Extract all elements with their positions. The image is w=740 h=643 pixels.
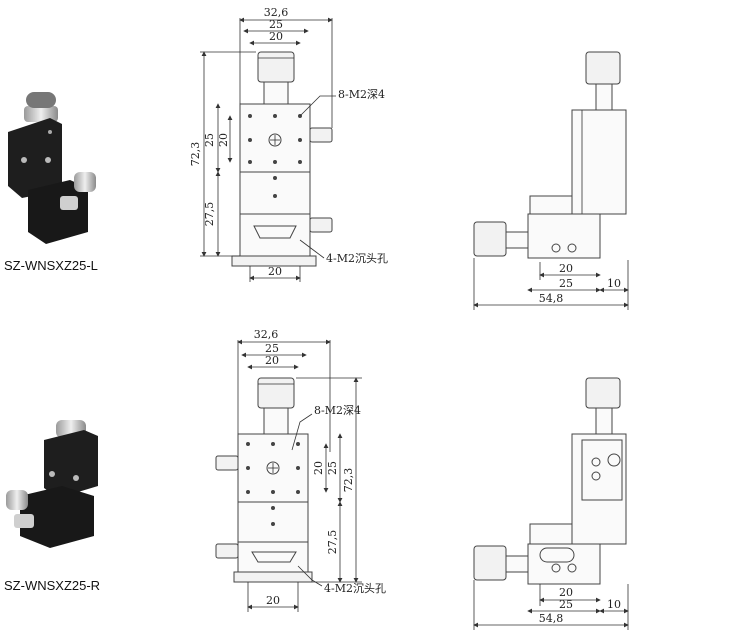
note-counterbore-l: 4-M2沉头孔 bbox=[326, 252, 388, 265]
dim-hole-spacing-l: 20 bbox=[269, 30, 283, 43]
tapped-holes-l bbox=[247, 114, 302, 198]
model-label-l: SZ-WNSXZ25-L bbox=[4, 258, 98, 273]
dim-side-25-r: 25 bbox=[326, 461, 339, 475]
dim-side-total-r: 54,8 bbox=[539, 612, 564, 625]
dim-side-20-l: 20 bbox=[217, 133, 230, 147]
dim-lower-height-r: 27,5 bbox=[326, 530, 339, 555]
dim-side-25-l: 25 bbox=[203, 133, 216, 147]
dim-side-total-l: 54,8 bbox=[539, 292, 564, 305]
product-photo-l bbox=[8, 92, 96, 244]
dim-stage-width-l: 25 bbox=[269, 18, 283, 31]
dim-side-20-r: 20 bbox=[312, 461, 325, 475]
product-photo-r bbox=[6, 420, 98, 548]
side-view-l bbox=[473, 51, 629, 310]
front-view-l bbox=[200, 17, 336, 282]
dim-hole-spacing-r: 20 bbox=[265, 354, 279, 367]
product-l bbox=[8, 17, 629, 310]
note-tapped-holes-l: 8-M2深4 bbox=[338, 88, 385, 101]
dim-side-offset-l: 10 bbox=[607, 277, 621, 290]
front-view-r bbox=[215, 339, 362, 612]
product-r bbox=[6, 339, 629, 630]
dim-total-height-l: 72,3 bbox=[189, 142, 202, 167]
dim-bottom-20-r: 20 bbox=[266, 594, 280, 607]
dim-lower-height-l: 27,5 bbox=[203, 202, 216, 227]
dim-stage-width-r: 25 bbox=[265, 342, 279, 355]
dim-side-bottom-25-r: 25 bbox=[559, 598, 573, 611]
dim-side-bottom-20-r: 20 bbox=[559, 586, 573, 599]
side-view-r bbox=[473, 377, 629, 630]
dim-labels-r: 32,6 25 20 20 25 72,3 27,5 20 8-M2深4 4-M… bbox=[254, 328, 621, 625]
note-counterbore-r: 4-M2沉头孔 bbox=[324, 582, 386, 595]
note-tapped-holes-r: 8-M2深4 bbox=[314, 404, 361, 417]
dim-labels-l: 32,6 25 20 72,3 25 20 27,5 20 8-M2深4 4-M… bbox=[189, 6, 621, 305]
model-label-r: SZ-WNSXZ25-R bbox=[4, 578, 101, 593]
dim-overall-width-l: 32,6 bbox=[264, 6, 289, 19]
dim-bottom-20-l: 20 bbox=[268, 265, 282, 278]
dim-side-offset-r: 10 bbox=[607, 598, 621, 611]
dim-side-bottom-20-l: 20 bbox=[559, 262, 573, 275]
dim-total-height-r: 72,3 bbox=[342, 468, 355, 493]
dim-overall-width-r: 32,6 bbox=[254, 328, 279, 341]
dim-side-bottom-25-l: 25 bbox=[559, 277, 573, 290]
tapped-holes-r bbox=[245, 441, 300, 527]
